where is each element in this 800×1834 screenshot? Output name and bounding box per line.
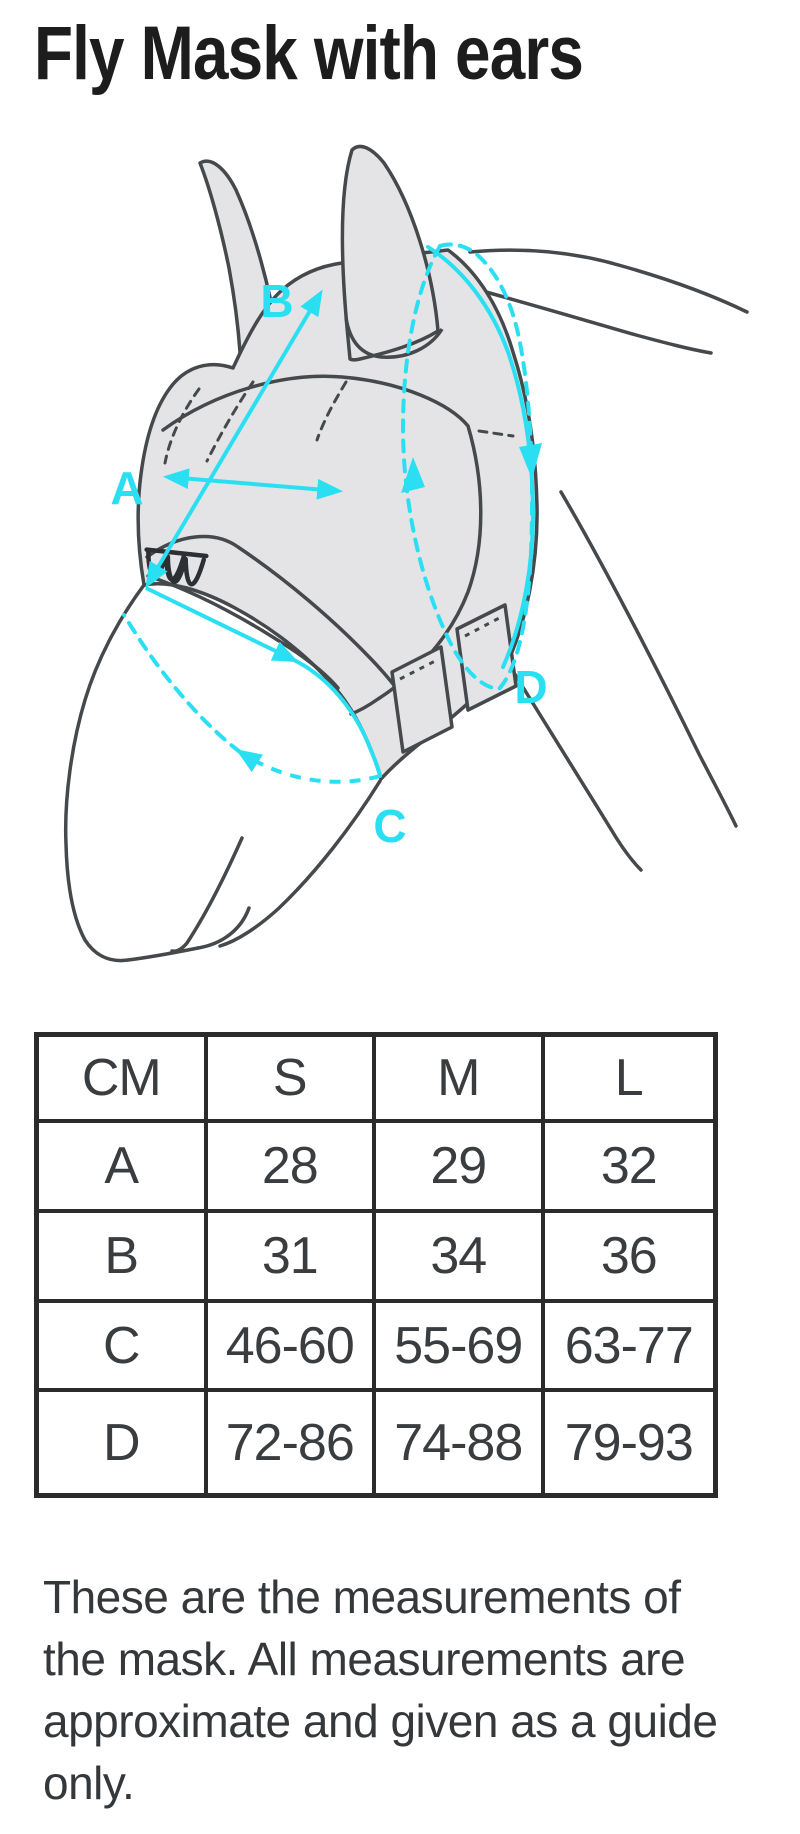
row-c-s: 46-60 (207, 1303, 376, 1392)
measure-c-dashed-1 (235, 749, 381, 784)
measure-c-solid-2 (292, 658, 382, 778)
measure-b-line (145, 289, 323, 589)
row-a-m: 29 (376, 1123, 545, 1213)
row-d-s: 72-86 (208, 1392, 376, 1493)
row-b-s: 31 (207, 1213, 376, 1303)
row-c-m: 55-69 (376, 1303, 545, 1392)
edge-measure-curve (426, 245, 536, 669)
row-c-label: C (39, 1303, 208, 1392)
mouth-line (170, 836, 244, 953)
table-header-size-m: M (376, 1037, 545, 1123)
neck-crest-line (468, 248, 749, 314)
d-ellipse-arrow-down (519, 443, 542, 479)
fly-mask-measurement-diagram: A B C D (63, 144, 749, 963)
ear-hole-rim (344, 317, 444, 359)
size-table: CM S M L A 28 29 32 B 31 34 36 C 46-60 5… (34, 1032, 718, 1498)
row-d-m: 74-88 (376, 1392, 545, 1493)
strap-front (390, 645, 454, 754)
label-b: B (260, 275, 293, 327)
row-c-l: 63-77 (544, 1303, 713, 1392)
measure-c-solid-1 (145, 586, 299, 663)
chin-line (196, 906, 251, 950)
label-d: D (514, 661, 547, 713)
front-ear (340, 144, 440, 362)
strap-front-stitch (399, 657, 440, 681)
footnote-line: These are the measurements of (43, 1571, 681, 1623)
edge-dart (477, 429, 515, 438)
row-d-label: D (39, 1392, 208, 1493)
row-a-l: 32 (544, 1123, 713, 1213)
measure-d-ellipse (400, 242, 535, 692)
table-header-size-s: S (207, 1037, 376, 1123)
noseband-seam (146, 574, 340, 690)
row-b-l: 36 (544, 1213, 713, 1303)
measure-a-line (162, 468, 344, 500)
muzzle-outline (63, 583, 200, 963)
row-d-l: 79-93 (564, 1413, 694, 1472)
table-header-size-l: L (544, 1037, 713, 1123)
table-header-unit: CM (39, 1037, 208, 1123)
measure-c-dashed-2 (122, 613, 242, 754)
footnote-line: approximate and given as a guide (43, 1695, 718, 1747)
cheek-line (559, 490, 738, 828)
row-a-s: 28 (207, 1123, 376, 1213)
measurement-footnote: These are the measurements of the mask. … (43, 1566, 743, 1814)
label-c: C (373, 800, 406, 852)
row-b-label: B (39, 1213, 208, 1303)
throat-line (509, 666, 643, 872)
strap-back-stitch (464, 614, 504, 638)
label-a: A (110, 462, 143, 514)
jaw-line (218, 779, 382, 948)
measurement-annotations: A B C D (110, 242, 548, 852)
page-title: Fly Mask with ears (34, 11, 584, 96)
footnote-line: the mask. All measurements are (43, 1633, 686, 1685)
row-a-label: A (39, 1123, 208, 1213)
d-ellipse-arrow-up (401, 457, 425, 493)
footnote-line: only. (43, 1757, 135, 1809)
row-b-m: 34 (376, 1213, 545, 1303)
